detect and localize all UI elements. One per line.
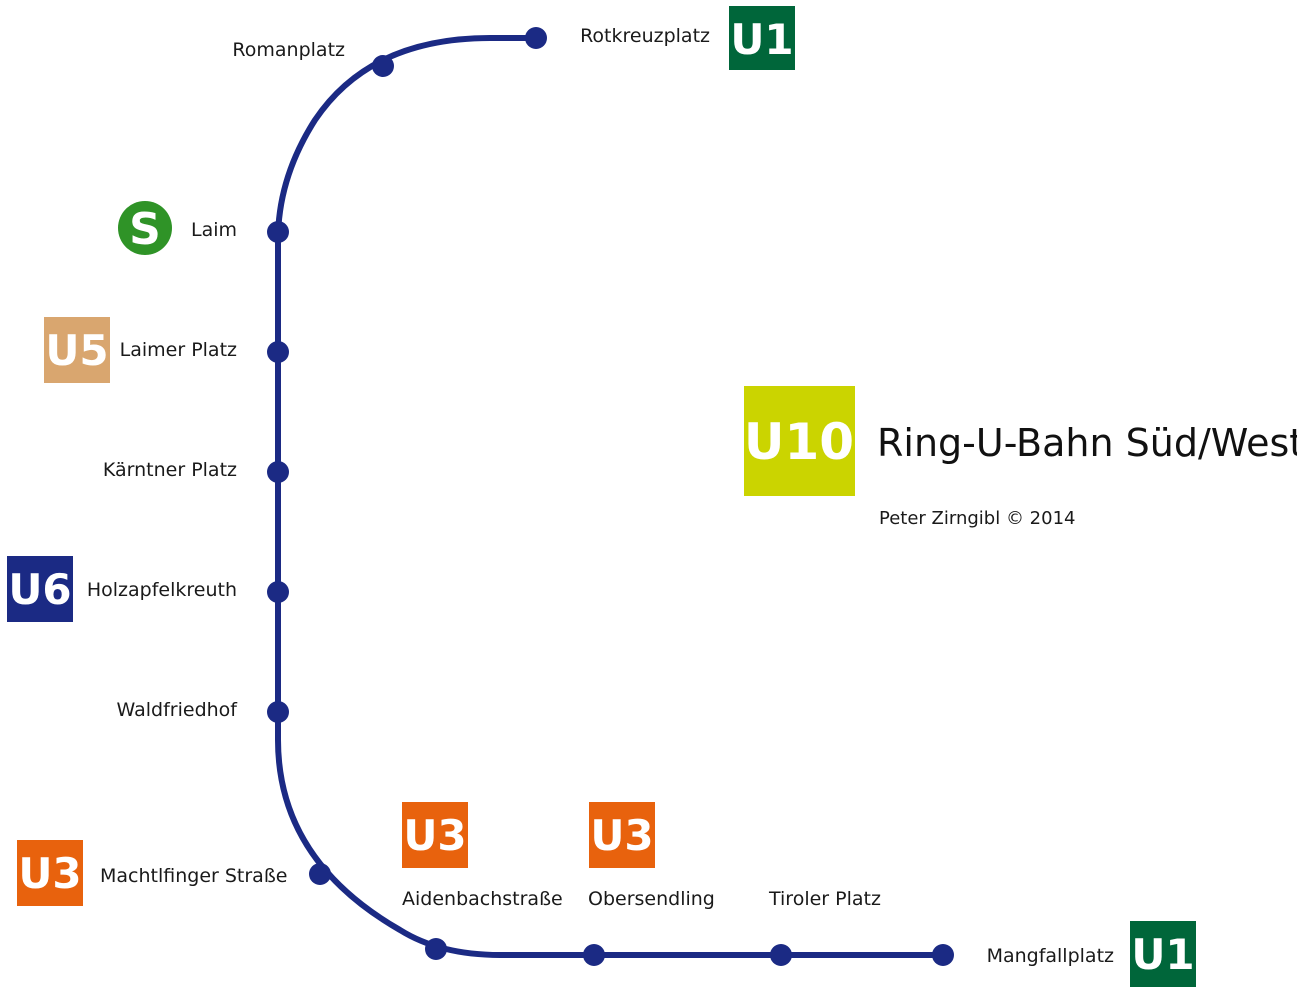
station-label-romanplatz: Romanplatz — [232, 39, 345, 61]
station-dot-romanplatz[interactable] — [372, 55, 394, 77]
transfer-badge-laim[interactable]: S — [118, 201, 172, 255]
station-label-waldfriedhof: Waldfriedhof — [117, 699, 239, 721]
station-label-holzapfelkreuth: Holzapfelkreuth — [87, 579, 237, 601]
station-label-obersendling: Obersendling — [588, 888, 715, 910]
station-dot-aidenbachstrasse[interactable] — [425, 938, 447, 960]
station-dot-holzapfelkreuth[interactable] — [267, 581, 289, 603]
transfer-badge-label: U1 — [1131, 930, 1194, 979]
station-label-aidenbachstrasse: Aidenbachstraße — [402, 888, 563, 910]
track-line — [275, 35, 943, 958]
transfer-badge-obersendling[interactable]: U3 — [589, 802, 655, 868]
station-label-mangfallplatz: Mangfallplatz — [987, 945, 1114, 967]
station-dot-laim[interactable] — [267, 221, 289, 243]
station-label-rotkreuzplatz: Rotkreuzplatz — [580, 25, 710, 47]
credit-text: Peter Zirngibl © 2014 — [879, 508, 1075, 529]
station-label-machtlfinger-strasse: Machtlfinger Straße — [100, 865, 288, 887]
station-dot-waldfriedhof[interactable] — [267, 701, 289, 723]
station-label-laim: Laim — [191, 219, 237, 241]
station-dot-tiroler-platz[interactable] — [770, 944, 792, 966]
transfer-badge-rotkreuzplatz[interactable]: U1 — [729, 6, 795, 70]
station-dot-obersendling[interactable] — [583, 944, 605, 966]
transfer-badge-holzapfelkreuth[interactable]: U6 — [7, 556, 73, 622]
station-dot-machtlfinger-strasse[interactable] — [309, 863, 331, 885]
transfer-badge-label: U3 — [403, 811, 466, 860]
s-bahn-icon — [118, 201, 172, 255]
transfer-badge-label: U3 — [590, 811, 653, 860]
transfer-badge-label: U3 — [18, 849, 81, 898]
transfer-badge-mangfallplatz[interactable]: U1 — [1130, 921, 1196, 987]
station-label-kaerntner-platz: Kärntner Platz — [103, 459, 237, 481]
transfer-badge-label: U6 — [8, 565, 71, 614]
line-title: Ring-U-Bahn Süd/West — [877, 421, 1297, 465]
transfer-badge-machtlfinger-strasse[interactable]: U3 — [17, 840, 83, 906]
transfer-badge-laimer-platz[interactable]: U5 — [44, 317, 110, 383]
transfer-badge-aidenbachstrasse[interactable]: U3 — [402, 802, 468, 868]
line-badge: U10 — [744, 386, 855, 496]
line-badge-label: U10 — [744, 413, 854, 471]
station-dot-laimer-platz[interactable] — [267, 341, 289, 363]
station-label-tiroler-platz: Tiroler Platz — [768, 888, 881, 910]
station-label-laimer-platz: Laimer Platz — [120, 339, 237, 361]
s-bahn-icon-label: S — [129, 204, 161, 255]
station-dot-mangfallplatz[interactable] — [932, 944, 954, 966]
transfer-badge-label: U5 — [45, 326, 108, 375]
station-dot-rotkreuzplatz[interactable] — [525, 27, 547, 49]
station-dot-kaerntner-platz[interactable] — [267, 461, 289, 483]
transfer-badge-label: U1 — [730, 15, 793, 64]
